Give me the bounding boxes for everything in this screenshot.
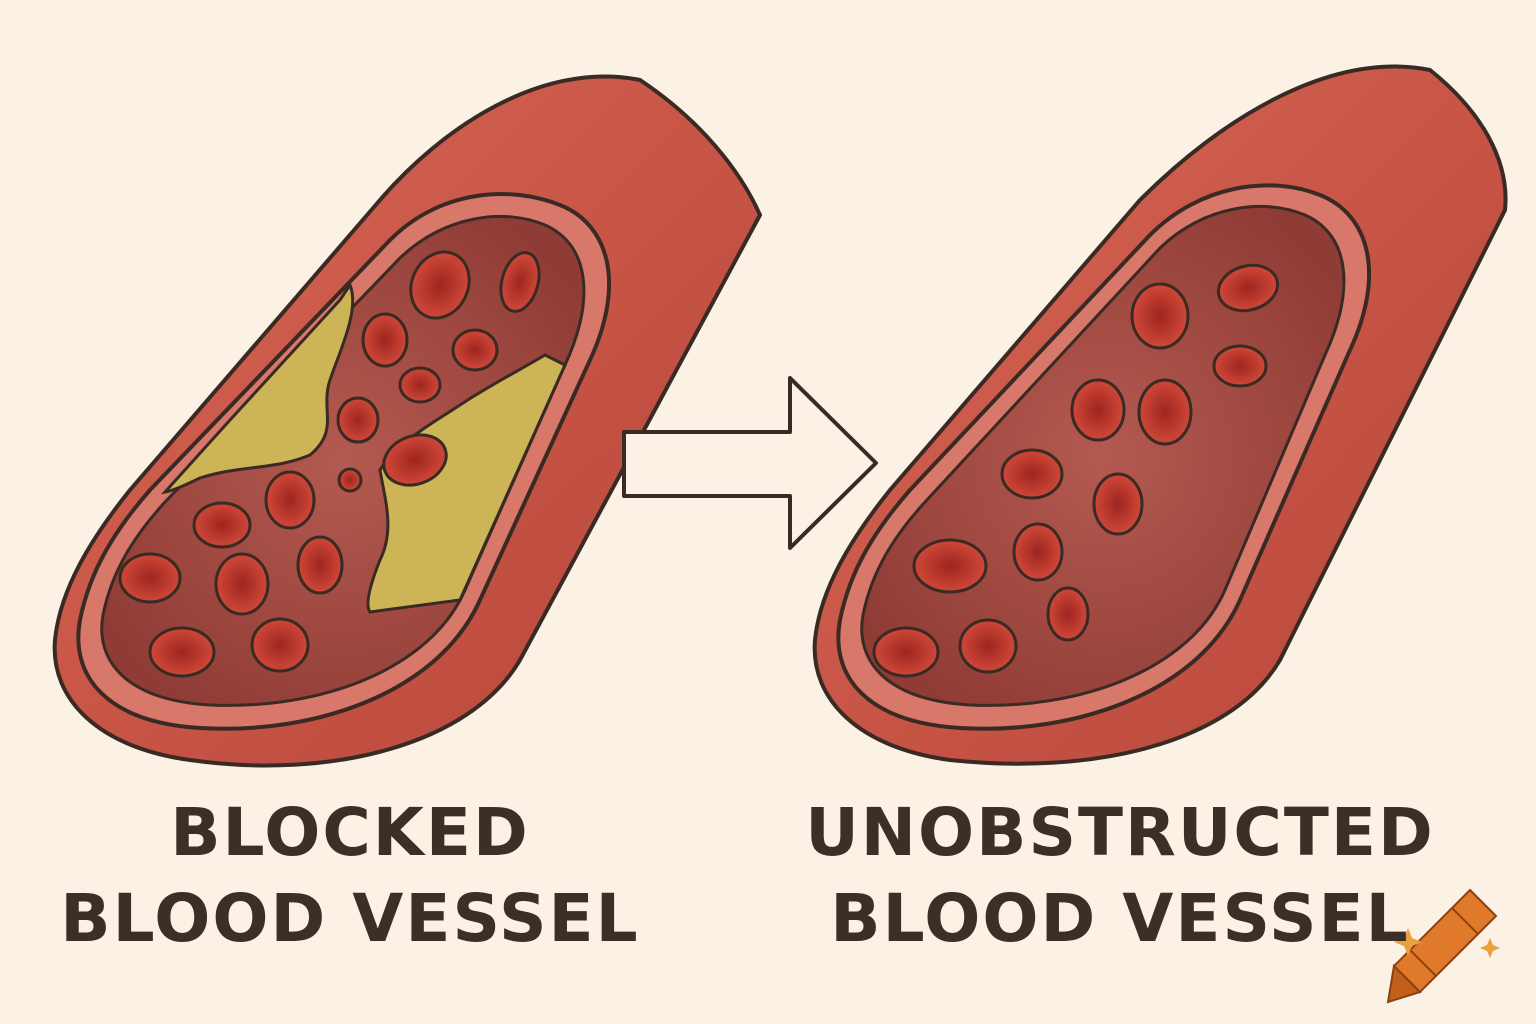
label-blocked-line2: BLOOD VESSEL xyxy=(60,880,640,957)
blood-cell xyxy=(398,366,442,404)
blood-cell xyxy=(382,433,448,487)
plaque-upper xyxy=(160,281,355,495)
blood-cell xyxy=(1000,448,1064,500)
label-unobstructed-line2: BLOOD VESSEL xyxy=(830,880,1410,957)
blood-cell xyxy=(336,396,380,444)
blood-cell xyxy=(1216,263,1280,313)
blood-cell xyxy=(1137,378,1193,446)
blood-cell xyxy=(499,251,541,313)
vessel-lumen xyxy=(860,204,1346,707)
label-unobstructed: UNOBSTRUCTED BLOOD VESSEL xyxy=(790,790,1450,962)
blood-cell xyxy=(214,552,270,616)
right-arrow-icon xyxy=(622,376,878,550)
blocked-vessel xyxy=(52,74,763,768)
blood-cell xyxy=(1046,586,1090,642)
label-blocked: BLOCKED BLOOD VESSEL xyxy=(40,790,660,962)
blood-cell xyxy=(912,538,988,594)
blood-cell xyxy=(264,470,316,530)
blood-cell xyxy=(1212,344,1268,388)
blood-cell xyxy=(1130,282,1190,350)
unobstructed-vessel xyxy=(812,64,1508,766)
blood-cell xyxy=(958,618,1018,674)
blood-cell xyxy=(148,626,216,678)
blood-cell xyxy=(296,535,344,595)
blood-cell xyxy=(361,312,409,368)
blood-cell xyxy=(1070,378,1126,442)
blood-cell xyxy=(451,328,499,372)
plaque-lower xyxy=(366,353,567,614)
label-blocked-line1: BLOCKED xyxy=(170,794,530,871)
label-unobstructed-line1: UNOBSTRUCTED xyxy=(805,794,1435,871)
blood-cell xyxy=(1092,472,1144,536)
blood-cells-blocked xyxy=(118,250,541,678)
crayon-icon xyxy=(1386,888,1500,1004)
blood-cell xyxy=(250,617,310,673)
blood-cells-unobstructed xyxy=(872,263,1280,678)
blood-cell xyxy=(192,501,252,549)
blood-cell xyxy=(337,467,363,493)
blood-cell xyxy=(118,552,182,604)
blood-cell xyxy=(409,250,471,320)
blood-cell xyxy=(872,626,940,678)
blood-cell xyxy=(1012,522,1064,582)
